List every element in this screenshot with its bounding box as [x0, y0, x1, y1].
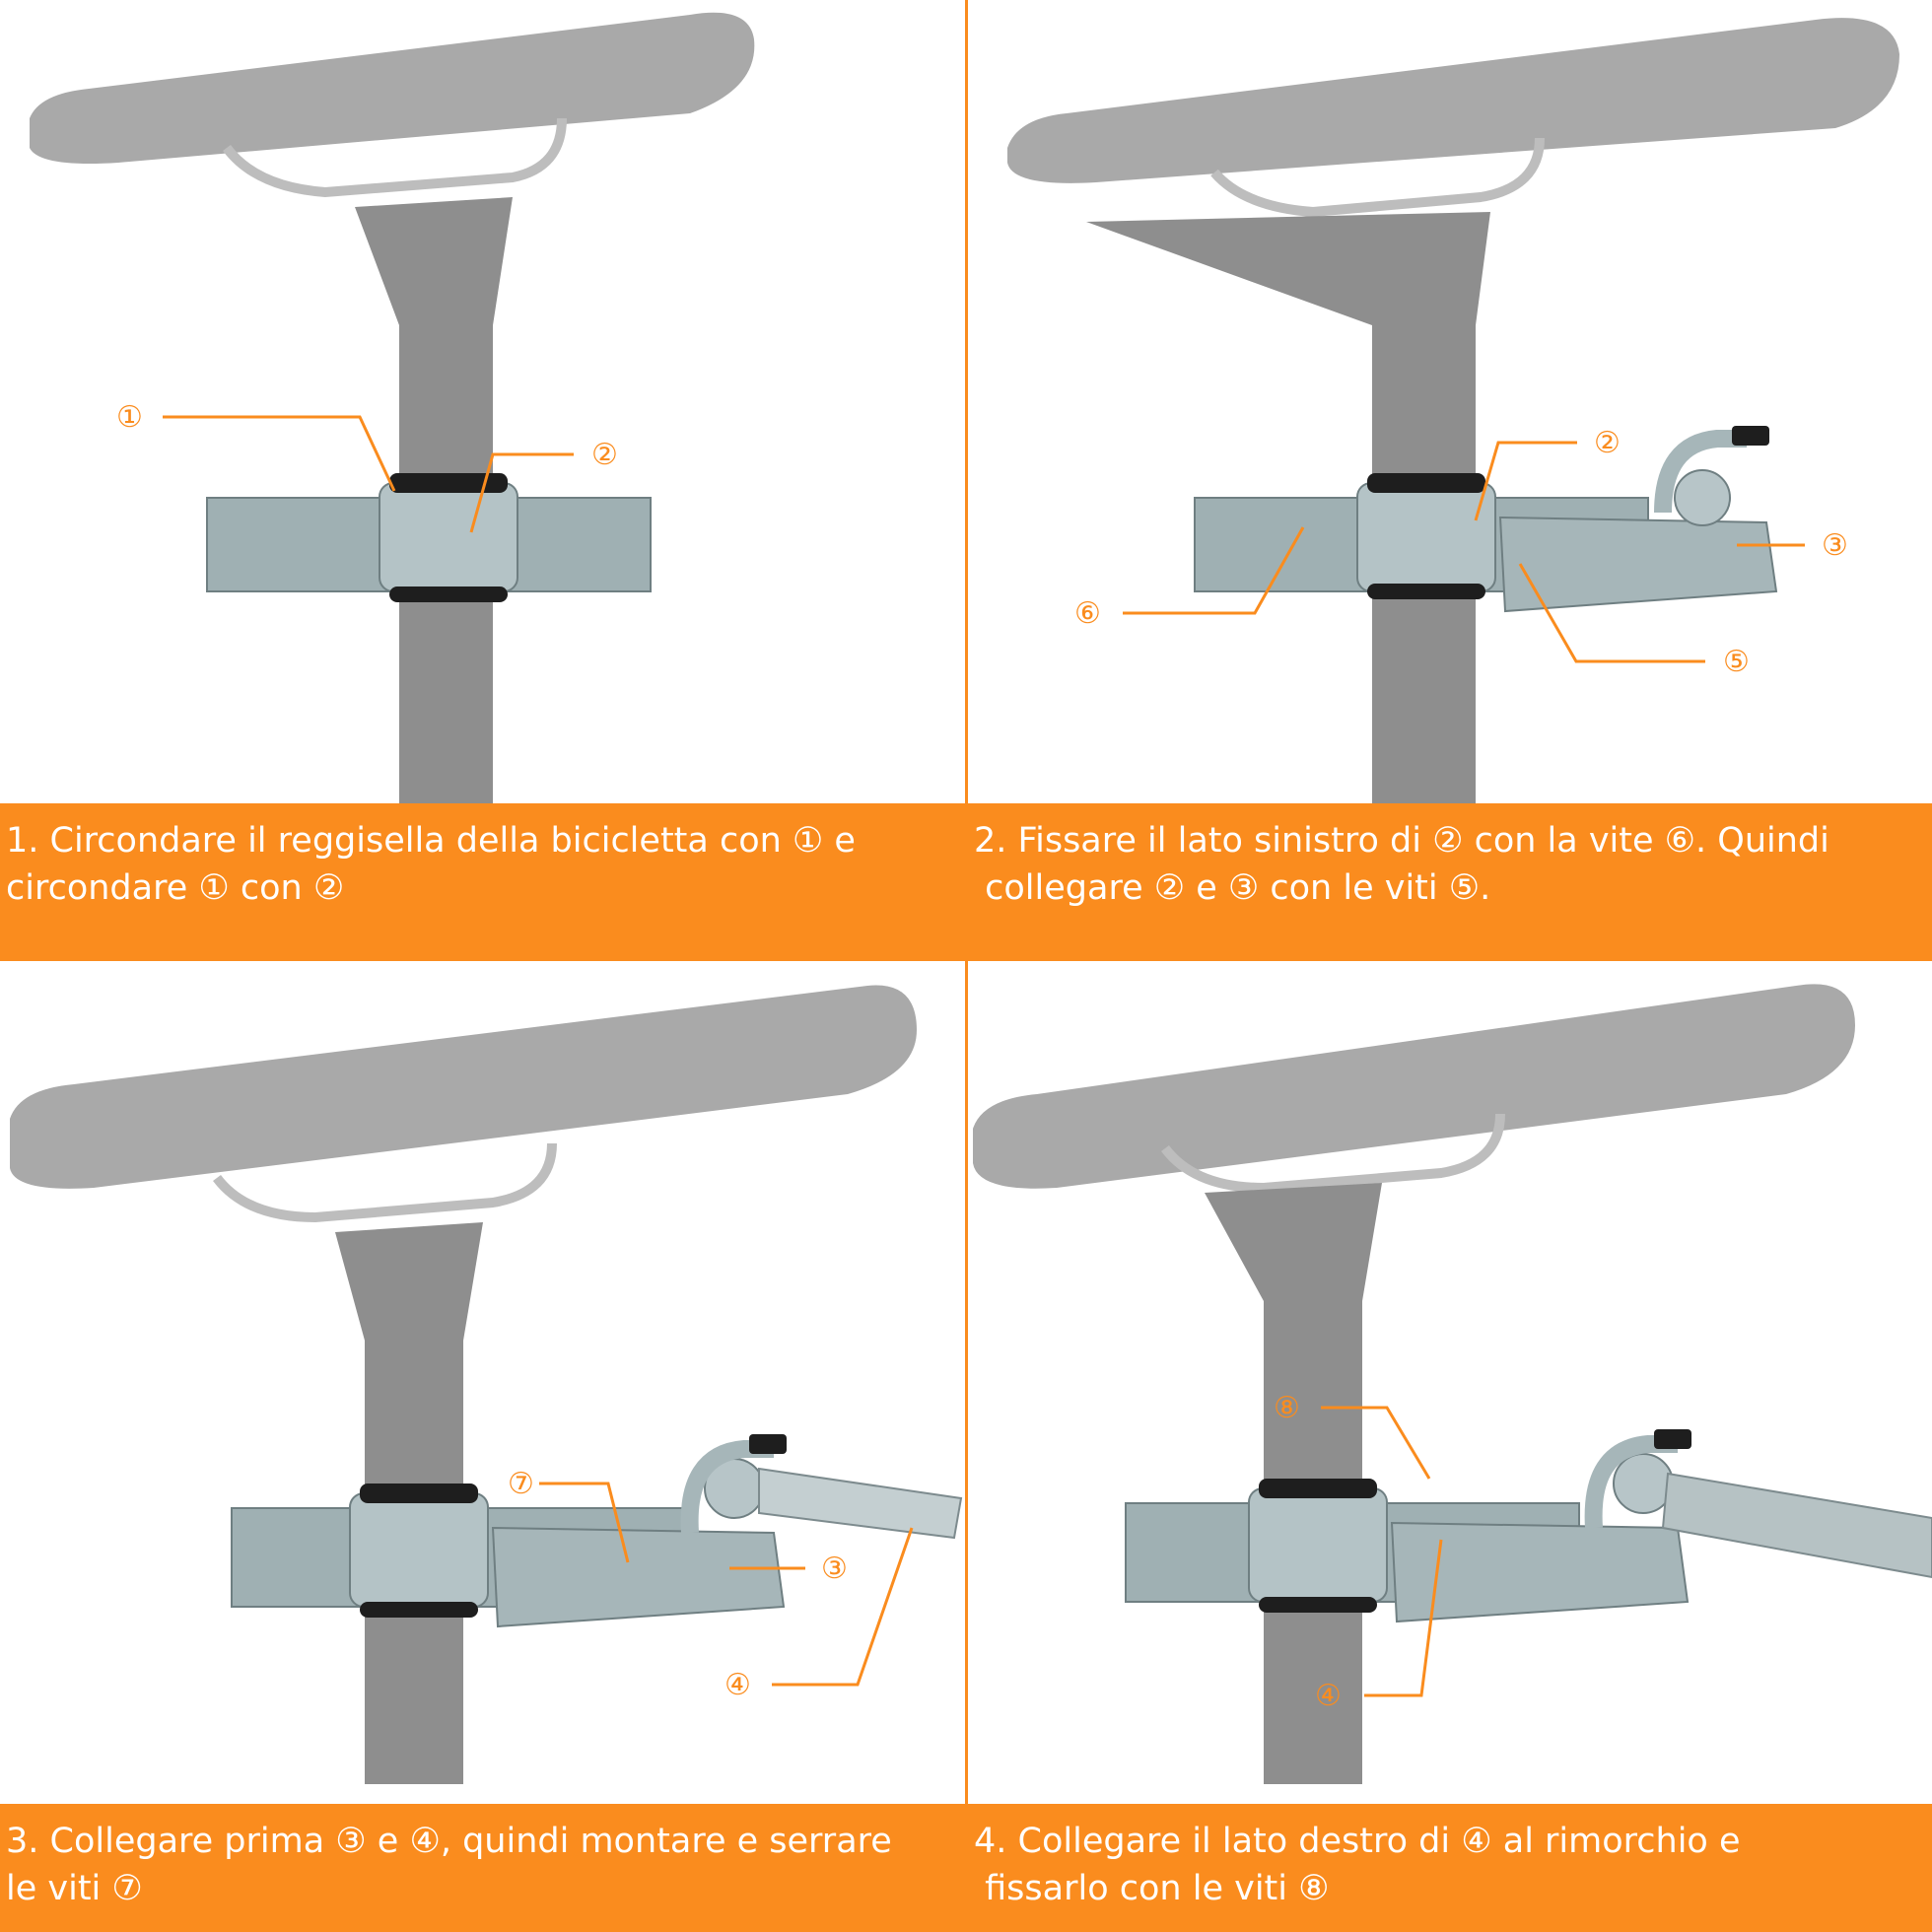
- leader-5: [1518, 563, 1705, 663]
- step-3-illustration: ⑦ ③ ④: [10, 985, 963, 1784]
- rubber-ring-bottom: [389, 586, 508, 602]
- leader-8: [1321, 1406, 1431, 1480]
- step-4-panel: ⑧ ④ 4. Collegare il lato destro di ④ al …: [968, 966, 1932, 1932]
- step-1-illustration: ① ②: [30, 12, 755, 808]
- clamp-ring: [1248, 1487, 1388, 1603]
- rubber-ring-top: [360, 1484, 478, 1503]
- step-4-caption: 4. Collegare il lato destro di ④ al rimo…: [968, 1804, 1932, 1932]
- callout-5: ⑤: [1723, 645, 1750, 679]
- trailer-arm: [758, 1467, 963, 1540]
- callout-4: ④: [1315, 1679, 1342, 1713]
- rubber-ring-top: [1259, 1479, 1377, 1498]
- saddle: [10, 985, 917, 1189]
- clamp-ring: [1356, 482, 1496, 592]
- latch-grip: [749, 1434, 787, 1454]
- leader-4: [772, 1527, 914, 1687]
- callout-8: ⑧: [1274, 1391, 1300, 1425]
- leader-2: [469, 452, 574, 533]
- callout-7: ⑦: [508, 1467, 534, 1501]
- saddle: [30, 12, 755, 165]
- leader-7: [539, 1482, 630, 1563]
- step-2-caption: 2. Fissare il lato sinistro di ② con la …: [968, 803, 1932, 961]
- step-1-panel: ① ② 1. Circondare il reggisella della bi…: [0, 0, 965, 961]
- saddle: [1007, 18, 1899, 183]
- rubber-ring-top: [1367, 473, 1485, 493]
- saddle-rails: [1161, 1113, 1505, 1194]
- rubber-ring-bottom: [1367, 584, 1485, 599]
- callout-3: ③: [1822, 528, 1848, 563]
- panel-divider: [965, 0, 968, 1932]
- hitch-coupler: [491, 1526, 786, 1628]
- clamp-ring: [349, 1492, 489, 1608]
- rubber-ring-bottom: [1259, 1597, 1377, 1613]
- rubber-ring-top: [389, 473, 508, 493]
- leader-2: [1474, 441, 1577, 521]
- step-3-caption: 3. Collegare prima ③ e ④, quindi montare…: [0, 1804, 965, 1932]
- seat-post: [1086, 212, 1490, 808]
- trailer-arm: [1661, 1472, 1932, 1579]
- latch-grip: [1654, 1429, 1691, 1449]
- hitch-ball: [1613, 1453, 1674, 1514]
- latch-grip: [1732, 426, 1769, 446]
- leader-1: [163, 415, 396, 492]
- hitch-latch: [1654, 430, 1747, 514]
- saddle-rails: [213, 1142, 557, 1223]
- hitch-coupler: [1498, 516, 1778, 613]
- step-3-panel: ⑦ ③ ④ 3. Collegare prima ③ e ④, quindi m…: [0, 966, 965, 1932]
- clamp-ring: [379, 482, 518, 592]
- leader-4: [1364, 1539, 1443, 1697]
- step-1-caption: 1. Circondare il reggisella della bicicl…: [0, 803, 965, 961]
- callout-6: ⑥: [1074, 596, 1101, 631]
- hitch-coupler: [1390, 1521, 1690, 1623]
- saddle-rails: [1210, 137, 1545, 218]
- hitch-latch: [1584, 1435, 1678, 1529]
- step-2-panel: ② ③ ⑥ ⑤ 2. Fissare il lato sinistro di ②…: [968, 0, 1932, 961]
- callout-3: ③: [821, 1552, 848, 1586]
- step-2-illustration: ② ③ ⑥ ⑤: [1007, 18, 1899, 808]
- hitch-latch: [680, 1440, 774, 1534]
- step-4-illustration: ⑧ ④: [973, 984, 1932, 1784]
- rubber-ring-bottom: [360, 1602, 478, 1618]
- callout-4: ④: [724, 1668, 751, 1702]
- leader-6: [1123, 526, 1305, 615]
- hitch-ball: [1674, 469, 1731, 526]
- callout-1: ①: [116, 400, 143, 435]
- callout-2: ②: [591, 438, 618, 472]
- saddle-rails: [223, 117, 567, 198]
- saddle: [973, 984, 1855, 1189]
- callout-2: ②: [1594, 426, 1621, 460]
